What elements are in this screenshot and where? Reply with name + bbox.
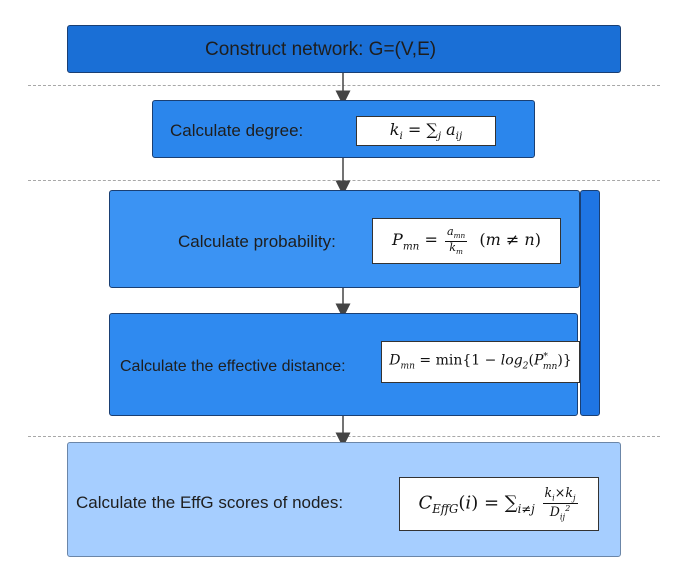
group-bracket-bar	[580, 190, 600, 416]
formula-degree: ki = ∑j aij	[356, 116, 496, 146]
step-effg-label: Calculate the EffG scores of nodes:	[76, 493, 344, 512]
step-construct-network	[67, 25, 621, 73]
step-construct-label: Construct network: G=(V,E)	[205, 39, 437, 60]
separator-1	[28, 85, 660, 86]
formula-distance: Dmn = min{1 − log2(P*mn)}	[381, 341, 580, 383]
step-degree-label: Calculate degree:	[170, 121, 304, 140]
step-probability-label: Calculate probability:	[178, 232, 336, 251]
step-distance-label: Calculate the effective distance:	[120, 358, 346, 375]
